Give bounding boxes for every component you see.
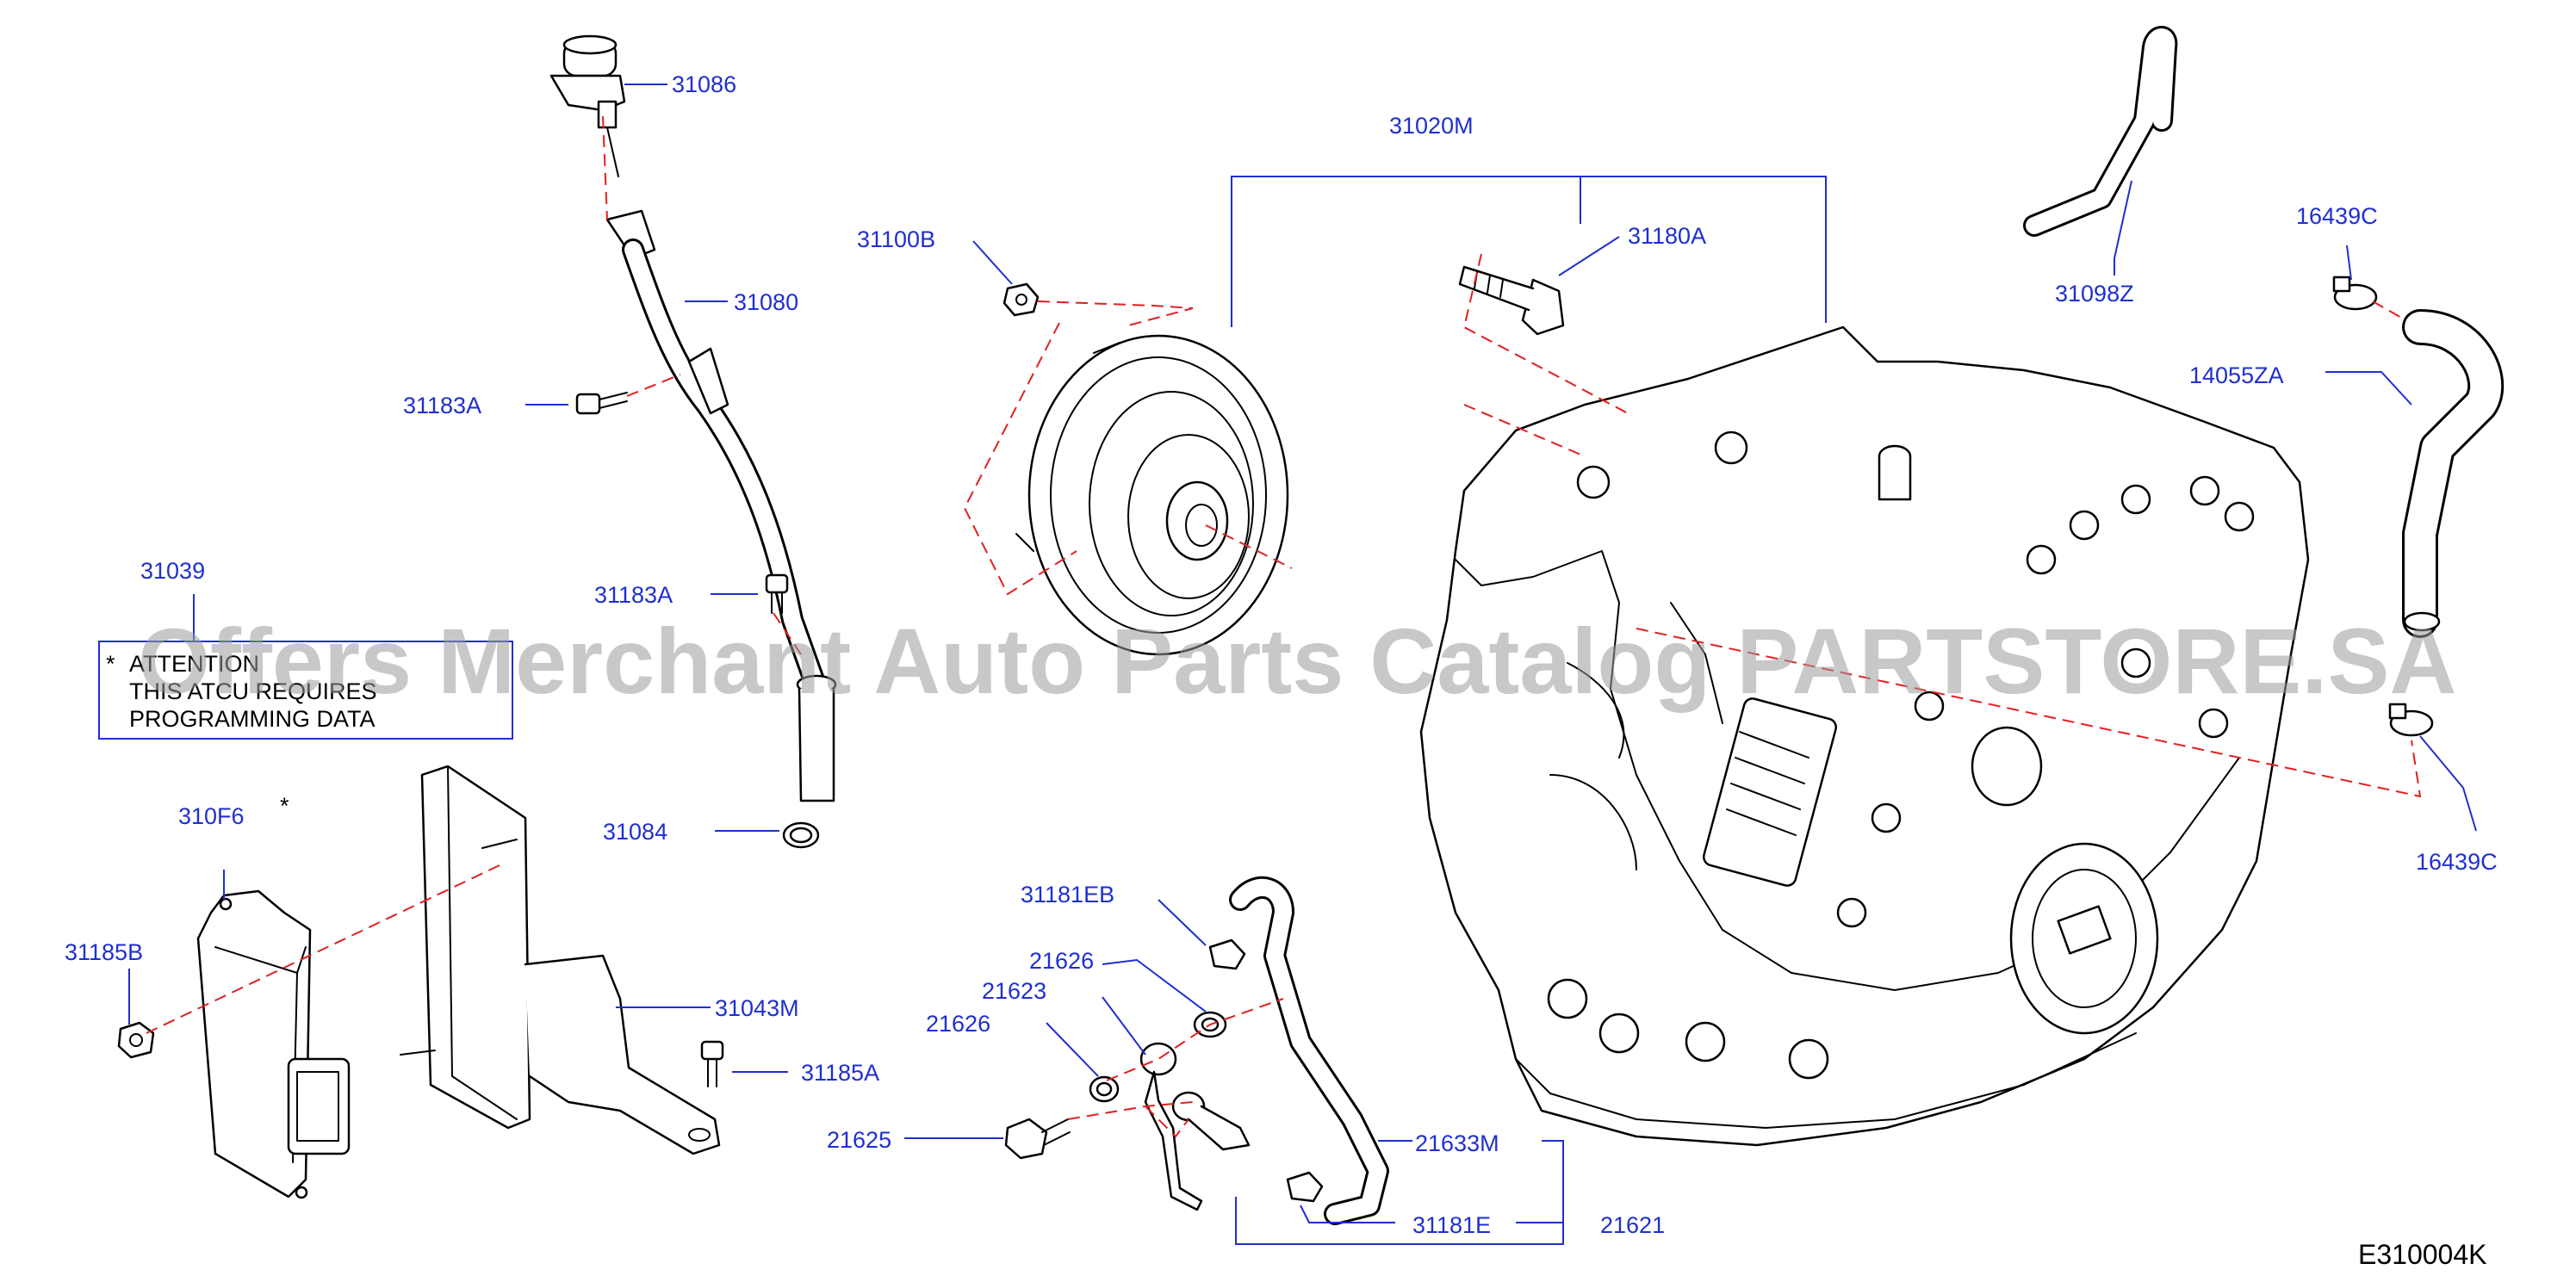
- label-31086[interactable]: 31086: [672, 71, 736, 97]
- label-31080[interactable]: 31080: [734, 289, 798, 315]
- leader-lines: [128, 84, 2477, 1245]
- part-31181EB-clip[interactable]: [1208, 938, 1246, 970]
- label-21623[interactable]: 21623: [982, 978, 1046, 1004]
- part-31080-oil-tube[interactable]: [605, 209, 837, 802]
- note-line-1: ATTENTION: [129, 651, 259, 677]
- diagram-code: E310004K: [2358, 1239, 2486, 1270]
- label-31084[interactable]: 31084: [603, 819, 667, 845]
- part-31185B-nut[interactable]: [117, 1021, 155, 1059]
- assembly-dash-lines: [146, 115, 2422, 1138]
- part-labels: 31086 31080 31183A 31183A 31039 310F6 31…: [65, 71, 2498, 1238]
- part-31185A-bolt[interactable]: [700, 1040, 724, 1087]
- label-31100B[interactable]: 31100B: [857, 226, 935, 252]
- part-31043M-bracket[interactable]: [400, 765, 721, 1155]
- part-21623-fitting[interactable]: [1139, 1042, 1251, 1211]
- label-16439C-bot[interactable]: 16439C: [2416, 849, 2498, 875]
- note-line-2: THIS ATCU REQUIRES: [129, 678, 377, 704]
- part-16439C-clamp-bot[interactable]: [2388, 703, 2434, 737]
- label-31181EB[interactable]: 31181EB: [1021, 882, 1114, 907]
- part-31086-sensor[interactable]: [549, 34, 626, 177]
- part-310F6-atcu[interactable]: [196, 889, 351, 1199]
- part-21633M-hose[interactable]: [1229, 876, 1389, 1225]
- part-14055ZA-hose[interactable]: [2402, 309, 2505, 638]
- part-31100B-nut[interactable]: [1002, 282, 1040, 317]
- note-star: *: [106, 651, 115, 677]
- label-14055ZA[interactable]: 14055ZA: [2189, 362, 2284, 388]
- label-310F6[interactable]: 310F6: [178, 803, 245, 829]
- atcu-star-marker: *: [280, 793, 289, 819]
- part-31084-o-ring[interactable]: [782, 821, 820, 849]
- part-21625-bolt[interactable]: [1004, 1118, 1071, 1160]
- attention-note: * ATTENTION THIS ATCU REQUIRES PROGRAMMI…: [98, 641, 513, 740]
- label-16439C-top[interactable]: 16439C: [2296, 203, 2378, 229]
- label-21621[interactable]: 21621: [1600, 1212, 1665, 1238]
- label-31020M[interactable]: 31020M: [1389, 113, 1474, 139]
- label-21626-mid[interactable]: 21626: [926, 1011, 990, 1037]
- label-31183A-mid[interactable]: 31183A: [594, 582, 673, 608]
- part-31180A-bolt[interactable]: [1458, 265, 1565, 336]
- part-31098Z-hose[interactable]: [2023, 26, 2178, 237]
- part-16439C-clamp-top[interactable]: [2332, 276, 2378, 311]
- part-31181E-clip[interactable]: [1286, 1171, 1324, 1203]
- part-21626-washer-mid[interactable]: [1089, 1075, 1120, 1103]
- label-31039[interactable]: 31039: [140, 558, 205, 584]
- note-line-3: PROGRAMMING DATA: [129, 706, 376, 732]
- label-31180A[interactable]: 31180A: [1628, 223, 1706, 249]
- label-31043M[interactable]: 31043M: [715, 995, 799, 1021]
- label-21625[interactable]: 21625: [827, 1127, 891, 1153]
- part-torque-converter[interactable]: [1015, 334, 1289, 656]
- label-31183A-top[interactable]: 31183A: [403, 393, 481, 418]
- label-21633M[interactable]: 21633M: [1415, 1130, 1499, 1156]
- label-31185A[interactable]: 31185A: [801, 1060, 879, 1086]
- label-31185B[interactable]: 31185B: [65, 939, 143, 965]
- label-31098Z[interactable]: 31098Z: [2055, 281, 2134, 307]
- label-21626-top[interactable]: 21626: [1029, 948, 1094, 974]
- part-31183A-bolt-mid[interactable]: [765, 573, 789, 614]
- part-31020M-transmission[interactable]: [1419, 325, 2310, 1147]
- part-31183A-bolt-top[interactable]: [575, 392, 628, 415]
- watermark-text: Offers Merchant Auto Parts Catalog PARTS…: [138, 609, 2456, 713]
- label-31181E[interactable]: 31181E: [1412, 1212, 1491, 1238]
